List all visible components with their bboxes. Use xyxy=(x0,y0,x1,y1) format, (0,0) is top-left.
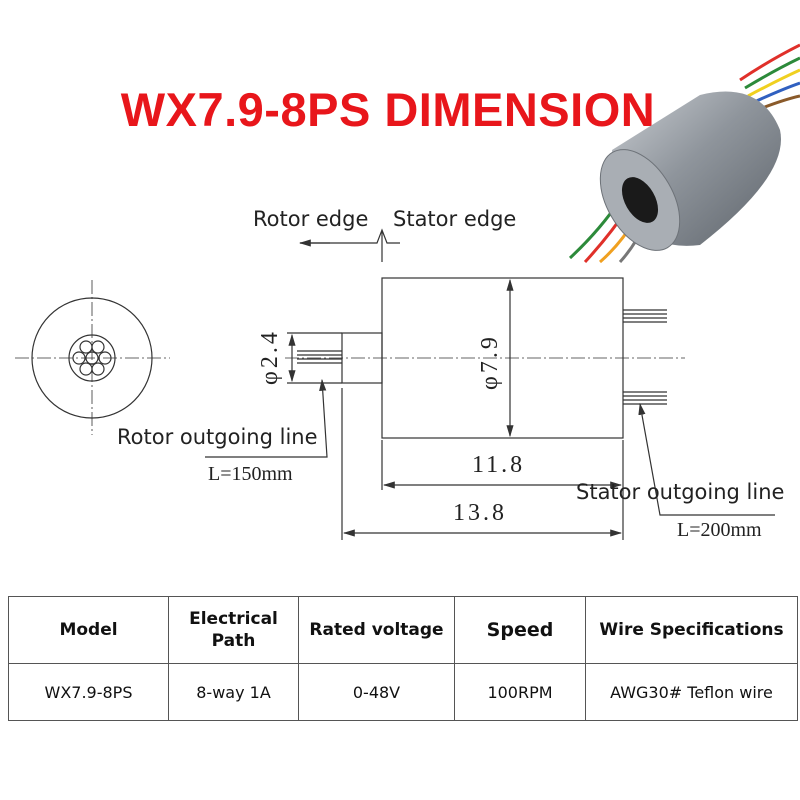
header-rated-voltage: Rated voltage xyxy=(298,596,455,664)
cell-model: WX7.9-8PS xyxy=(8,663,169,721)
page-title: WX7.9-8PS DIMENSION xyxy=(120,83,656,136)
cell-rated-voltage: 0-48V xyxy=(298,663,455,721)
stator-outgoing-line-label: Stator outgoing line xyxy=(576,480,784,504)
dimension-drawing: Rotor edge Stator edge φ2.4 φ7.9 11.8 13… xyxy=(15,43,800,541)
table-row: WX7.9-8PS 8-way 1A 0-48V 100RPM AWG30# T… xyxy=(8,663,798,721)
stator-edge-label: Stator edge xyxy=(393,207,516,231)
rotor-line-length: L=150mm xyxy=(208,463,293,485)
header-wire-spec: Wire Specifications xyxy=(585,596,798,664)
header-speed: Speed xyxy=(454,596,586,664)
cell-speed: 100RPM xyxy=(454,663,586,721)
header-line: Path xyxy=(211,631,256,651)
header-model: Model xyxy=(8,596,169,664)
total-length-label: 13.8 xyxy=(453,500,507,526)
rotor-outgoing-line-label: Rotor outgoing line xyxy=(117,425,318,449)
header-line: Electrical xyxy=(189,609,278,629)
body-diameter-label: φ7.9 xyxy=(477,334,503,390)
body-length-label: 11.8 xyxy=(472,452,525,478)
end-view xyxy=(15,280,170,435)
stator-line-length: L=200mm xyxy=(677,519,762,541)
side-view xyxy=(205,228,775,540)
cell-wire-spec: AWG30# Teflon wire xyxy=(585,663,798,721)
product-photo xyxy=(568,43,800,264)
rotor-edge-label: Rotor edge xyxy=(253,207,368,231)
shaft-diameter-label: φ2.4 xyxy=(257,329,283,385)
cell-electrical-path: 8-way 1A xyxy=(168,663,299,721)
